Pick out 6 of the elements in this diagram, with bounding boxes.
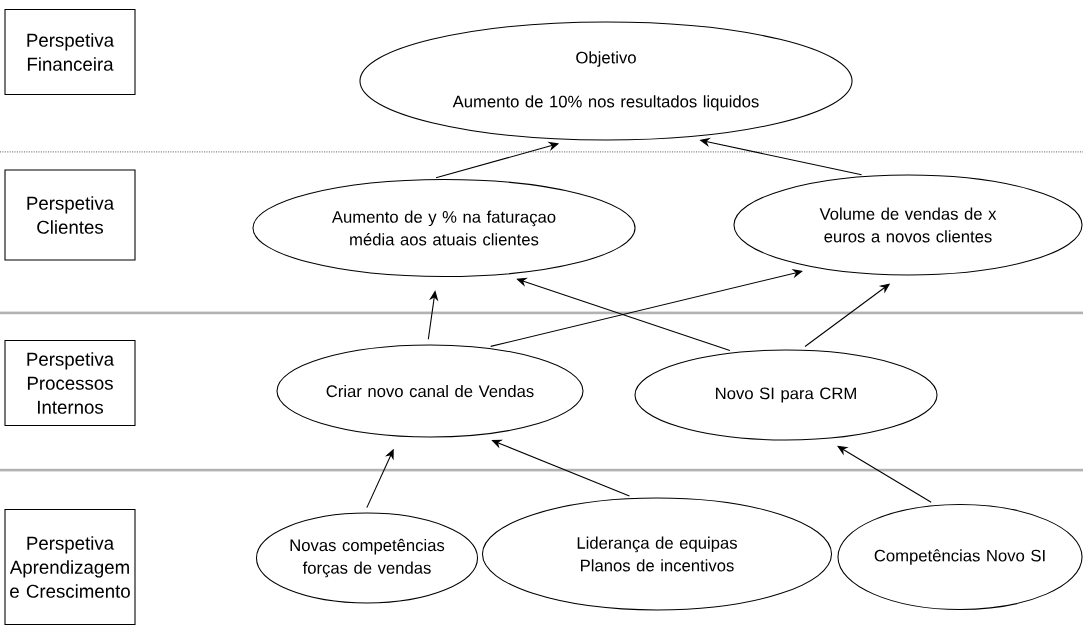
arrow	[490, 269, 803, 347]
perspective-box: Perspetiva Aprendizagem e Crescimento	[4, 508, 136, 626]
perspective-box: Perspetiva Clientes	[4, 169, 136, 261]
perspective-box: Perspetiva Processos Internos	[4, 339, 136, 427]
arrow	[837, 445, 932, 503]
perspective-box: Perspetiva Financeira	[4, 8, 136, 96]
